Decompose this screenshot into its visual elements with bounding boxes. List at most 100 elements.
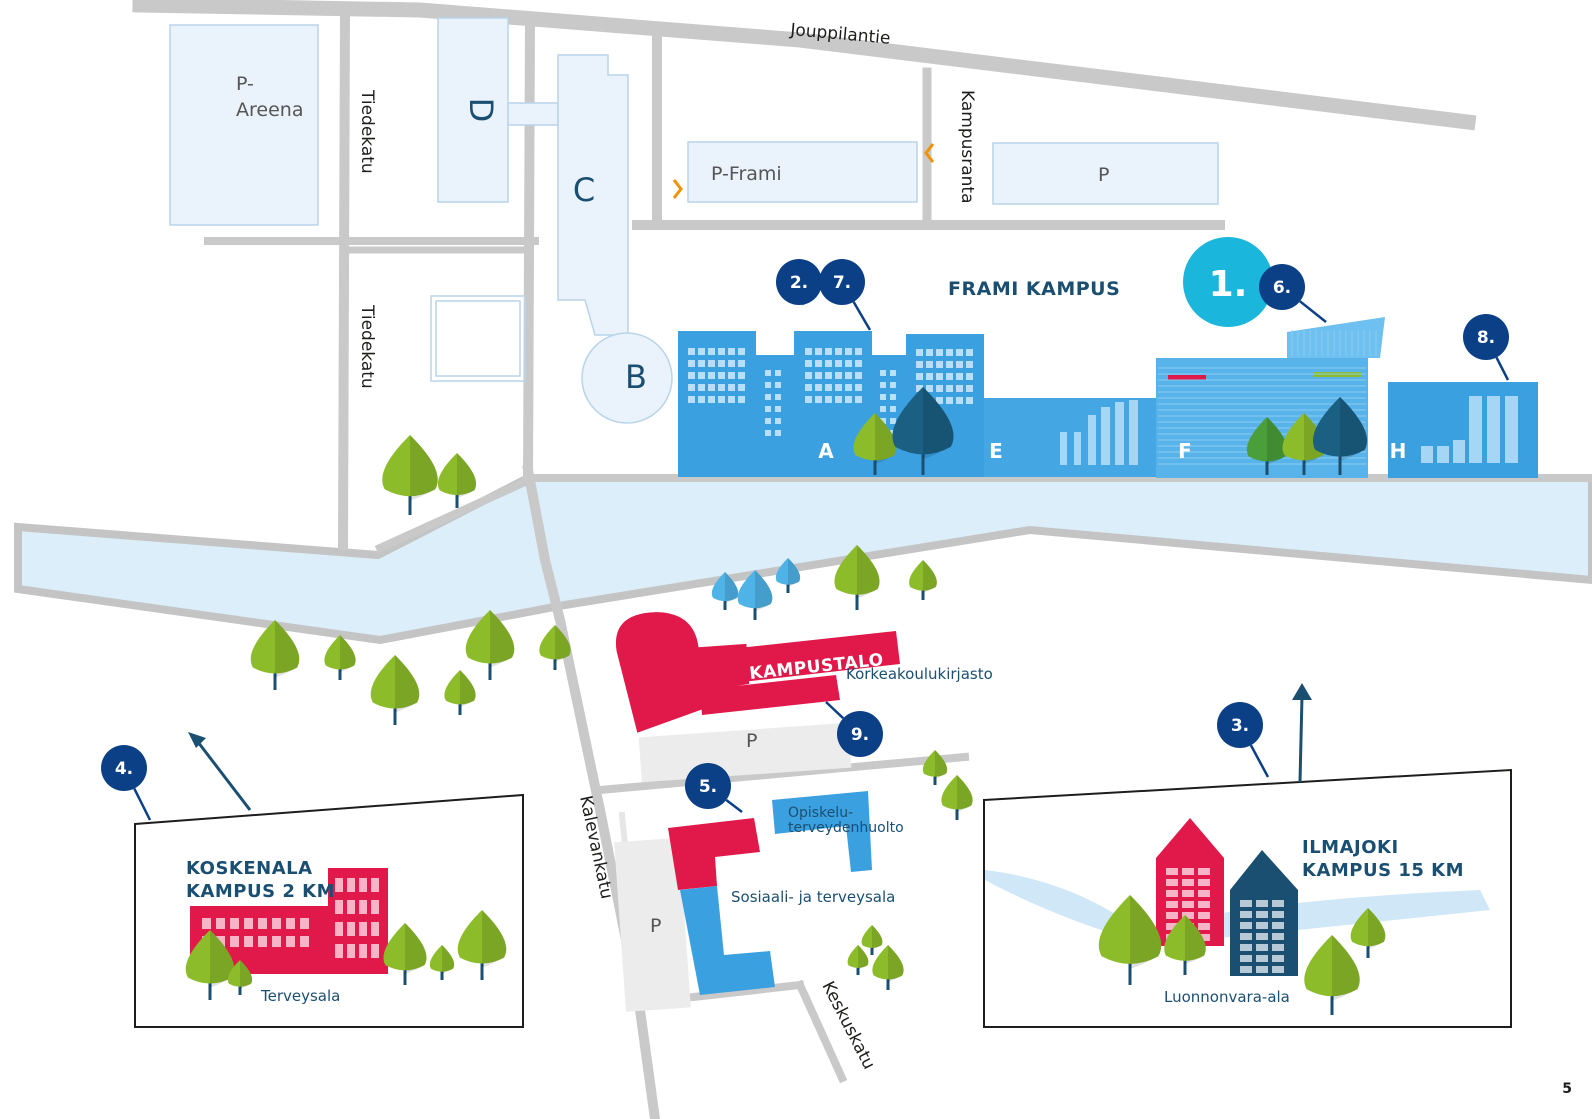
window xyxy=(738,372,745,379)
marker-2: 2. xyxy=(776,259,822,306)
window xyxy=(1198,934,1210,941)
marker-label: 4. xyxy=(115,759,133,779)
window xyxy=(805,396,812,403)
tree-icon xyxy=(437,453,477,508)
window xyxy=(1166,923,1178,930)
window xyxy=(890,418,896,424)
parking-kampustalo-label: P xyxy=(746,730,757,752)
window xyxy=(1198,868,1210,875)
window xyxy=(1166,901,1178,908)
window xyxy=(1256,966,1268,973)
building-h-letter: H xyxy=(1390,439,1407,463)
tree-icon xyxy=(775,558,801,593)
tree-icon xyxy=(465,610,515,680)
window xyxy=(1240,933,1252,940)
window xyxy=(1166,879,1178,886)
window xyxy=(765,382,771,388)
window xyxy=(845,348,852,355)
window xyxy=(300,936,309,947)
window xyxy=(765,418,771,424)
window xyxy=(880,418,886,424)
window xyxy=(966,361,973,368)
window xyxy=(244,918,253,929)
marker-label: 2. xyxy=(790,273,808,293)
tree-icon xyxy=(1246,417,1288,475)
tree-icon xyxy=(444,670,476,715)
window xyxy=(1182,890,1194,897)
window xyxy=(946,397,953,404)
window xyxy=(956,373,963,380)
tree-icon xyxy=(1164,915,1206,975)
tree-icon xyxy=(1098,895,1162,985)
frami-campus-title: FRAMI KAMPUS xyxy=(948,278,1120,300)
window xyxy=(946,373,953,380)
roads xyxy=(132,0,1592,1119)
window xyxy=(1182,912,1194,919)
window xyxy=(1182,868,1194,875)
marker-8: 8. xyxy=(1463,314,1510,381)
window xyxy=(936,373,943,380)
street-tiedekatu-north: Tiedekatu xyxy=(357,89,377,174)
window xyxy=(1256,933,1268,940)
window xyxy=(926,361,933,368)
window xyxy=(335,922,343,936)
window xyxy=(926,349,933,356)
window xyxy=(890,406,896,412)
window xyxy=(825,384,832,391)
window xyxy=(359,922,367,936)
window xyxy=(258,936,267,947)
window xyxy=(1256,944,1268,951)
window xyxy=(845,372,852,379)
window xyxy=(805,384,812,391)
window xyxy=(718,384,725,391)
ilmajoki-title-2: KAMPUS 15 KM xyxy=(1302,860,1464,881)
window xyxy=(1198,879,1210,886)
window xyxy=(708,360,715,367)
window xyxy=(926,385,933,392)
window xyxy=(1240,955,1252,962)
tree-icon xyxy=(1304,935,1360,1015)
tree-icon xyxy=(853,413,897,475)
window xyxy=(926,373,933,380)
window xyxy=(359,944,367,958)
window xyxy=(738,384,745,391)
window xyxy=(1166,912,1178,919)
window xyxy=(371,922,379,936)
ilmajoki-title-1: ILMAJOKI xyxy=(1302,837,1399,858)
social-health-label: Sosiaali- ja terveysala xyxy=(731,888,895,906)
window xyxy=(916,349,923,356)
tree-icon xyxy=(737,570,773,620)
pale-areas xyxy=(169,17,1219,424)
marker-7: 7. xyxy=(819,259,872,331)
window xyxy=(1256,900,1268,907)
window xyxy=(1240,966,1252,973)
tree-icon xyxy=(861,925,883,955)
window xyxy=(371,900,379,914)
window xyxy=(286,918,295,929)
window xyxy=(825,396,832,403)
window xyxy=(916,373,923,380)
window xyxy=(698,396,705,403)
window xyxy=(347,878,355,892)
ilmajoki-field: Luonnonvara-ala xyxy=(1164,988,1290,1006)
parking-arrow-icon xyxy=(924,143,935,163)
window xyxy=(880,370,886,376)
tree-icon xyxy=(834,545,880,610)
tree-icon xyxy=(847,945,869,975)
window xyxy=(916,385,923,392)
window xyxy=(230,918,239,929)
tree-icon xyxy=(324,635,356,680)
window xyxy=(708,384,715,391)
window xyxy=(946,349,953,356)
tree-icon xyxy=(892,387,954,475)
tree-icon xyxy=(941,775,973,820)
window xyxy=(1272,944,1284,951)
window xyxy=(966,349,973,356)
window xyxy=(1256,955,1268,962)
window xyxy=(718,360,725,367)
window xyxy=(890,382,896,388)
building-c-letter: C xyxy=(573,171,595,209)
window xyxy=(845,360,852,367)
window xyxy=(815,372,822,379)
kampustalo-building xyxy=(615,612,900,733)
